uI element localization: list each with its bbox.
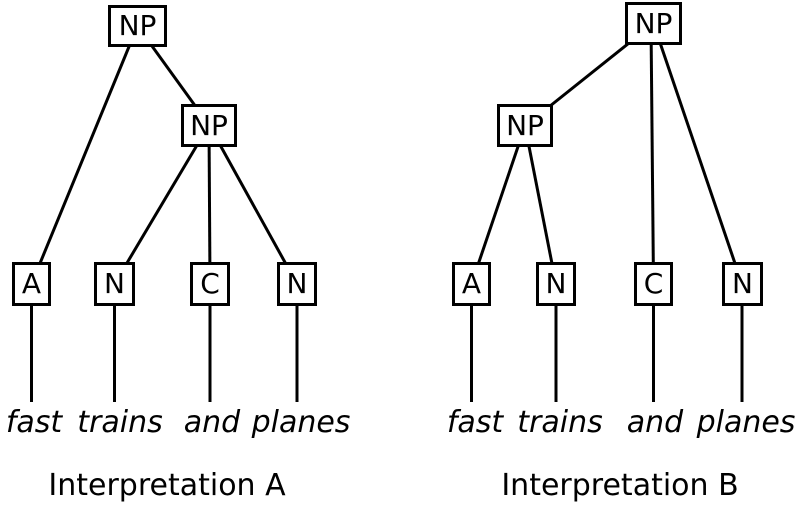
tree-b-word-fast: fast [446, 405, 504, 440]
tree-a-node-c: C [190, 262, 230, 306]
tree-b-node-np-root: NP [625, 2, 682, 45]
tree-b-edge-innernp-a [470, 125, 527, 285]
tree-a-word-planes: planes [251, 405, 351, 440]
tree-a-edge-innernp-n1 [113, 124, 211, 285]
tree-b-node-np-inner: NP [497, 104, 553, 147]
tree-b-word-and: and [626, 405, 684, 440]
tree-a-edge-root-a [30, 25, 139, 285]
tree-a-edge-innernp-c [207, 124, 212, 285]
tree-a-node-n1: N [94, 262, 135, 306]
tree-a-word-fast: fast [5, 405, 63, 440]
tree-a-word-trains: trains [77, 405, 163, 440]
tree-a-edge-innernp-n2 [207, 124, 299, 285]
tree-b-word-planes: planes [696, 405, 796, 440]
tree-a-word-and: and [183, 405, 241, 440]
tree-a-node-np-root: NP [108, 5, 167, 47]
tree-b-word-trains: trains [517, 405, 603, 440]
tree-b-node-a: A [452, 262, 491, 306]
tree-a-caption: Interpretation A [48, 468, 286, 503]
tree-b-edge-root-n2 [652, 23, 744, 285]
tree-a-node-a: A [12, 262, 51, 306]
tree-b-caption: Interpretation B [501, 468, 739, 503]
tree-b-node-c: C [634, 262, 673, 306]
tree-b-node-n2: N [722, 262, 763, 306]
tree-b-edge-innernp-n1 [523, 125, 558, 285]
tree-a-node-n2: N [277, 262, 317, 306]
tree-b-node-n1: N [536, 262, 576, 306]
tree-b-edge-root-c [649, 23, 655, 285]
tree-a-node-np-inner: NP [181, 104, 237, 147]
